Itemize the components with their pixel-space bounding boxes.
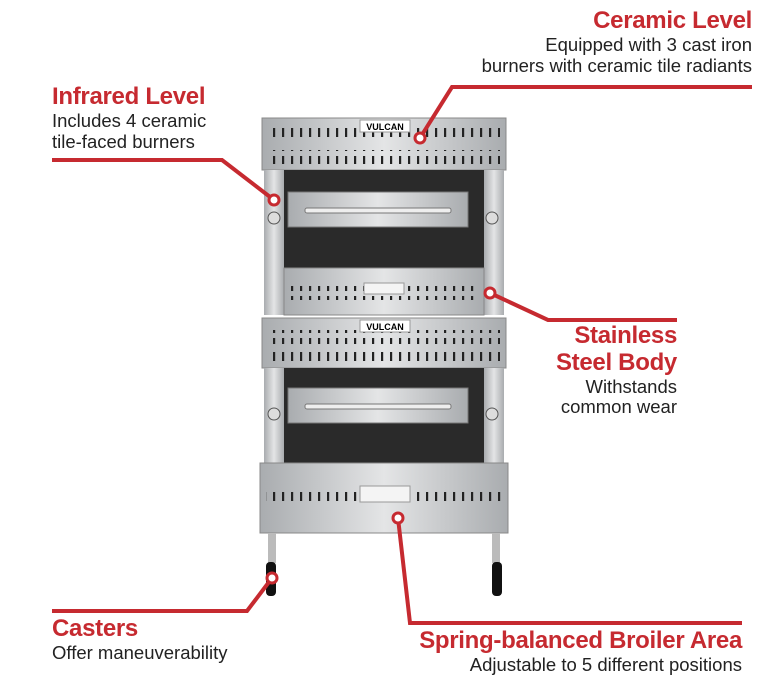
caster-wheel xyxy=(492,562,502,596)
lower-unit: VULCAN xyxy=(259,317,509,596)
callout-title: Steel Body xyxy=(555,348,677,376)
callout-desc: Offer maneuverability xyxy=(52,641,228,663)
callout-title: Spring-balanced Broiler Area xyxy=(419,627,742,654)
callout-title: Casters xyxy=(52,615,138,642)
callout-broiler-area: Spring-balanced Broiler Area Adjustable … xyxy=(419,627,742,676)
brand-logo: VULCAN xyxy=(366,322,404,332)
upper-unit: VULCAN xyxy=(261,117,507,316)
callout-dots xyxy=(265,131,497,585)
callout-stainless-steel-body: Stainless Steel Body Withstands common w… xyxy=(555,322,677,418)
callout-title: Ceramic Level xyxy=(593,7,752,34)
leader-lines xyxy=(52,85,752,625)
callout-desc: tile-faced burners xyxy=(52,130,195,152)
callout-desc: common wear xyxy=(560,396,677,418)
callout-ceramic-level: Ceramic Level Equipped with 3 cast iron … xyxy=(481,7,753,76)
callout-infrared-level: Infrared Level Includes 4 ceramic tile-f… xyxy=(52,83,207,152)
callout-desc: Adjustable to 5 different positions xyxy=(469,653,742,675)
callout-casters: Casters Offer maneuverability xyxy=(52,615,228,664)
callout-title: Stainless xyxy=(574,322,677,349)
callout-desc: Includes 4 ceramic xyxy=(52,109,207,131)
callout-desc: Equipped with 3 cast iron xyxy=(545,33,752,55)
callout-desc: Withstands xyxy=(585,375,677,397)
callout-desc: burners with ceramic tile radiants xyxy=(481,54,752,76)
brand-logo: VULCAN xyxy=(366,122,404,132)
callout-title: Infrared Level xyxy=(52,83,206,110)
